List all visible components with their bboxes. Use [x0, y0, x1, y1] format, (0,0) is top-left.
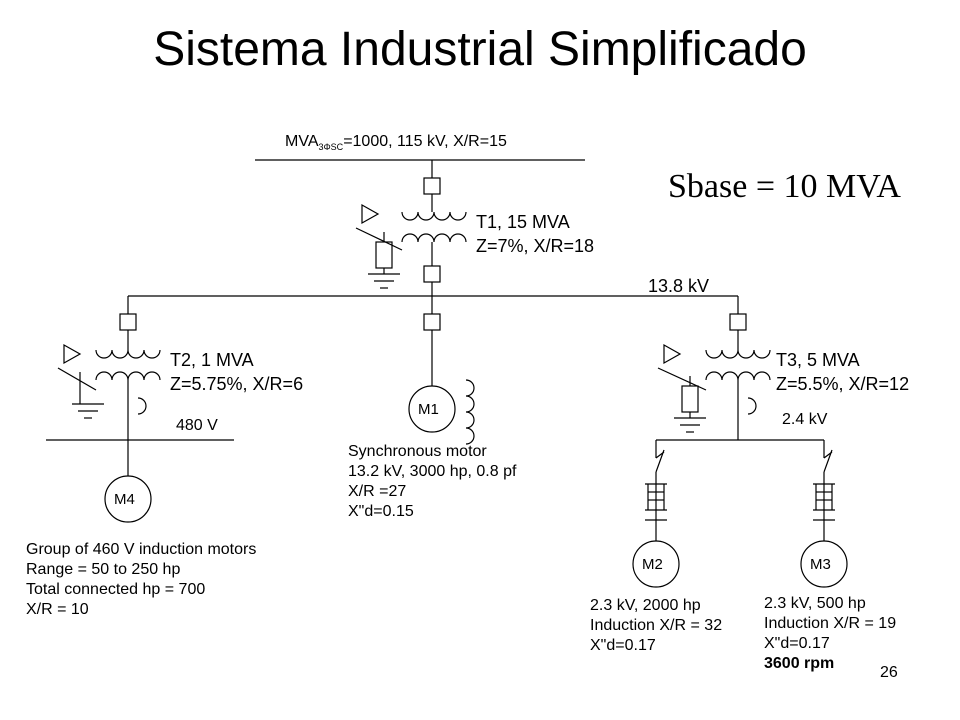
bus-2-4kv-label: 2.4 kV: [782, 411, 828, 428]
t3-impedance: Z=5.5%, X/R=12: [776, 374, 910, 394]
bus-480v-label: 480 V: [176, 417, 218, 434]
t1-hv-breaker: [423, 177, 441, 195]
m3-name: M3: [810, 556, 831, 573]
t3-primary-winding: [705, 349, 771, 359]
m1-breaker: [423, 313, 441, 331]
t1-label: T1, 15 MVA Z=7%, X/R=18: [476, 210, 594, 258]
t3-secondary-winding: [705, 371, 771, 381]
m4-description: Group of 460 V induction motors Range = …: [26, 541, 257, 618]
m2-name: M2: [642, 556, 663, 573]
m1-circle: [408, 385, 456, 433]
m2-description: 2.3 kV, 2000 hp Induction X/R = 32 X"d=0…: [590, 597, 723, 654]
utility-source-label: MVA3ΦSC=1000, 115 kV, X/R=15: [285, 133, 507, 153]
t2-primary-winding: [95, 349, 161, 359]
t1-lv-breaker: [423, 265, 441, 283]
t3-ground-relay: [663, 343, 682, 365]
t2-secondary-winding: [95, 371, 161, 381]
m3-description: 2.3 kV, 500 hp Induction X/R = 19 X"d=0.…: [764, 595, 897, 672]
t1-secondary-winding: [401, 233, 467, 243]
m1-reactance: [465, 379, 475, 445]
t3-label: T3, 5 MVA Z=5.5%, X/R=12: [776, 348, 909, 396]
page-title: Sistema Industrial Simplificado: [153, 23, 807, 76]
t1-rating: T1, 15 MVA: [476, 212, 570, 232]
m2-circle: [632, 540, 680, 588]
m4-circle: [104, 475, 152, 523]
t2-label: T2, 1 MVA Z=5.75%, X/R=6: [170, 348, 303, 396]
t1-ground-relay: [361, 203, 380, 225]
t3-rating: T3, 5 MVA: [776, 350, 860, 370]
m4-name: M4: [114, 491, 135, 508]
page-number: 26: [880, 664, 898, 681]
sbase-label: Sbase = 10 MVA: [668, 168, 901, 205]
m3-circle: [800, 540, 848, 588]
t1-impedance: Z=7%, X/R=18: [476, 236, 595, 256]
m1-description: Synchronous motor 13.2 kV, 3000 hp, 0.8 …: [348, 443, 517, 520]
bus-13-8kv-label: 13.8 kV: [648, 276, 710, 296]
t1-primary-winding: [401, 211, 467, 221]
t3-hv-breaker: [729, 313, 747, 331]
t2-impedance: Z=5.75%, X/R=6: [170, 374, 304, 394]
t2-ground-relay: [63, 343, 82, 365]
t2-hv-breaker: [119, 313, 137, 331]
t2-rating: T2, 1 MVA: [170, 350, 254, 370]
m1-name: M1: [418, 401, 439, 418]
